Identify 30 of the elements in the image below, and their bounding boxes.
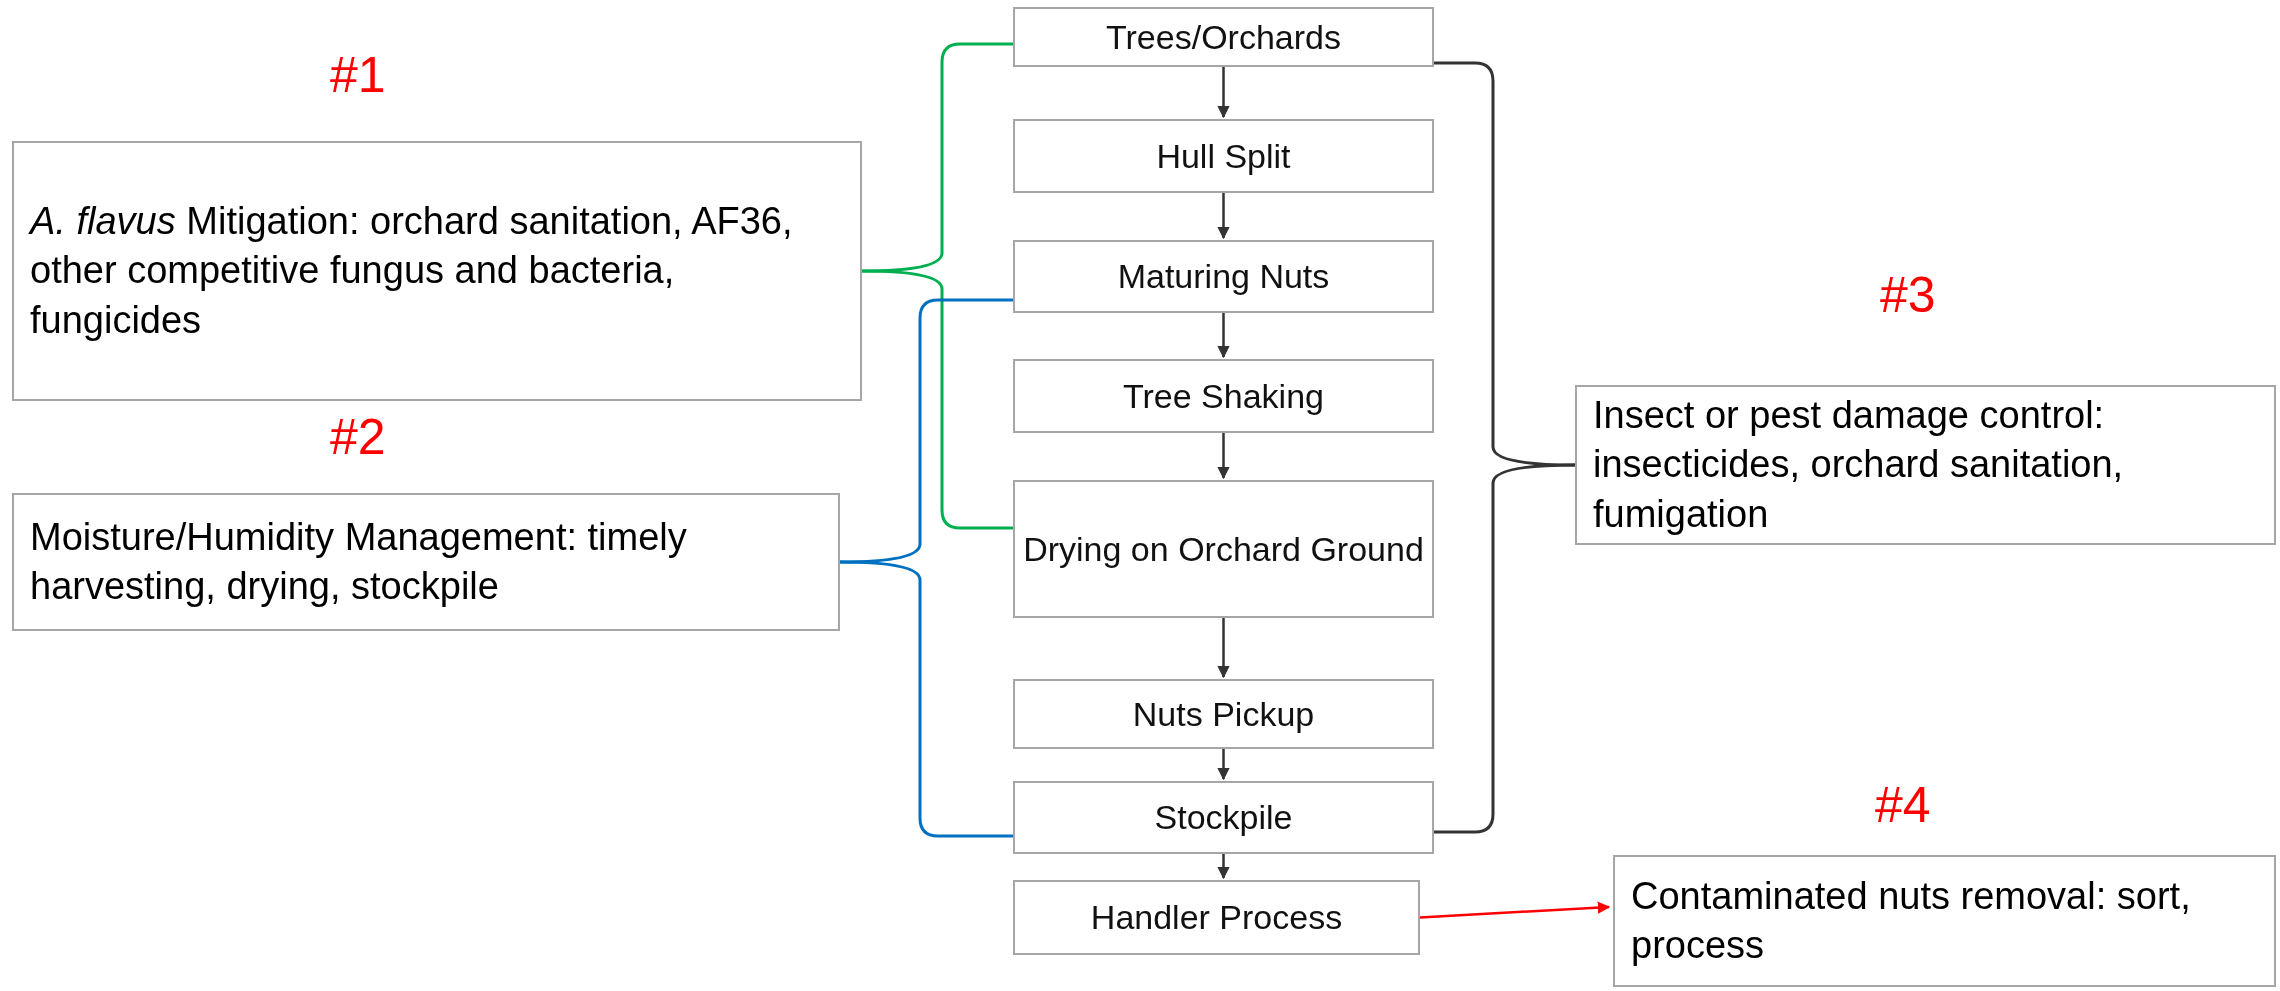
process-box: Tree Shaking (1013, 359, 1434, 433)
arrow (1217, 433, 1230, 480)
arrow (1217, 193, 1230, 240)
arrow (1217, 67, 1230, 119)
process-box: Trees/Orchards (1013, 7, 1434, 67)
section-number: #2 (330, 412, 386, 462)
section-number: #1 (330, 50, 386, 100)
process-box: Hull Split (1013, 119, 1434, 193)
process-box: Handler Process (1013, 880, 1420, 955)
bracket-connector (862, 269, 1013, 530)
section-number: #3 (1880, 270, 1936, 320)
bracket-connector (862, 42, 1013, 273)
section-number: #4 (1875, 780, 1931, 830)
process-box: Drying on Orchard Ground (1013, 480, 1434, 618)
bracket-connector (840, 560, 1013, 838)
arrow (1217, 313, 1230, 359)
note-box: A. flavus Mitigation: orchard sanitation, AF36, other competitive fungus and bacteria, fungicides (12, 141, 862, 401)
note-box: Moisture/Humidity Management: timely harvesting, drying, stockpile (12, 493, 840, 631)
arrow (1217, 749, 1230, 781)
process-box: Maturing Nuts (1013, 240, 1434, 313)
note-box: Contaminated nuts removal: sort, process (1613, 855, 2276, 987)
arrow (1419, 901, 1611, 919)
process-box: Stockpile (1013, 781, 1434, 854)
arrow (1217, 854, 1230, 880)
bracket-connector (1434, 463, 1575, 834)
arrow (1217, 618, 1230, 679)
bracket-connector (1434, 61, 1575, 467)
note-box: Insect or pest damage control: insecticides, orchard sanitation, fumigation (1575, 385, 2276, 545)
process-box: Nuts Pickup (1013, 679, 1434, 749)
bracket-connector (840, 298, 1013, 564)
